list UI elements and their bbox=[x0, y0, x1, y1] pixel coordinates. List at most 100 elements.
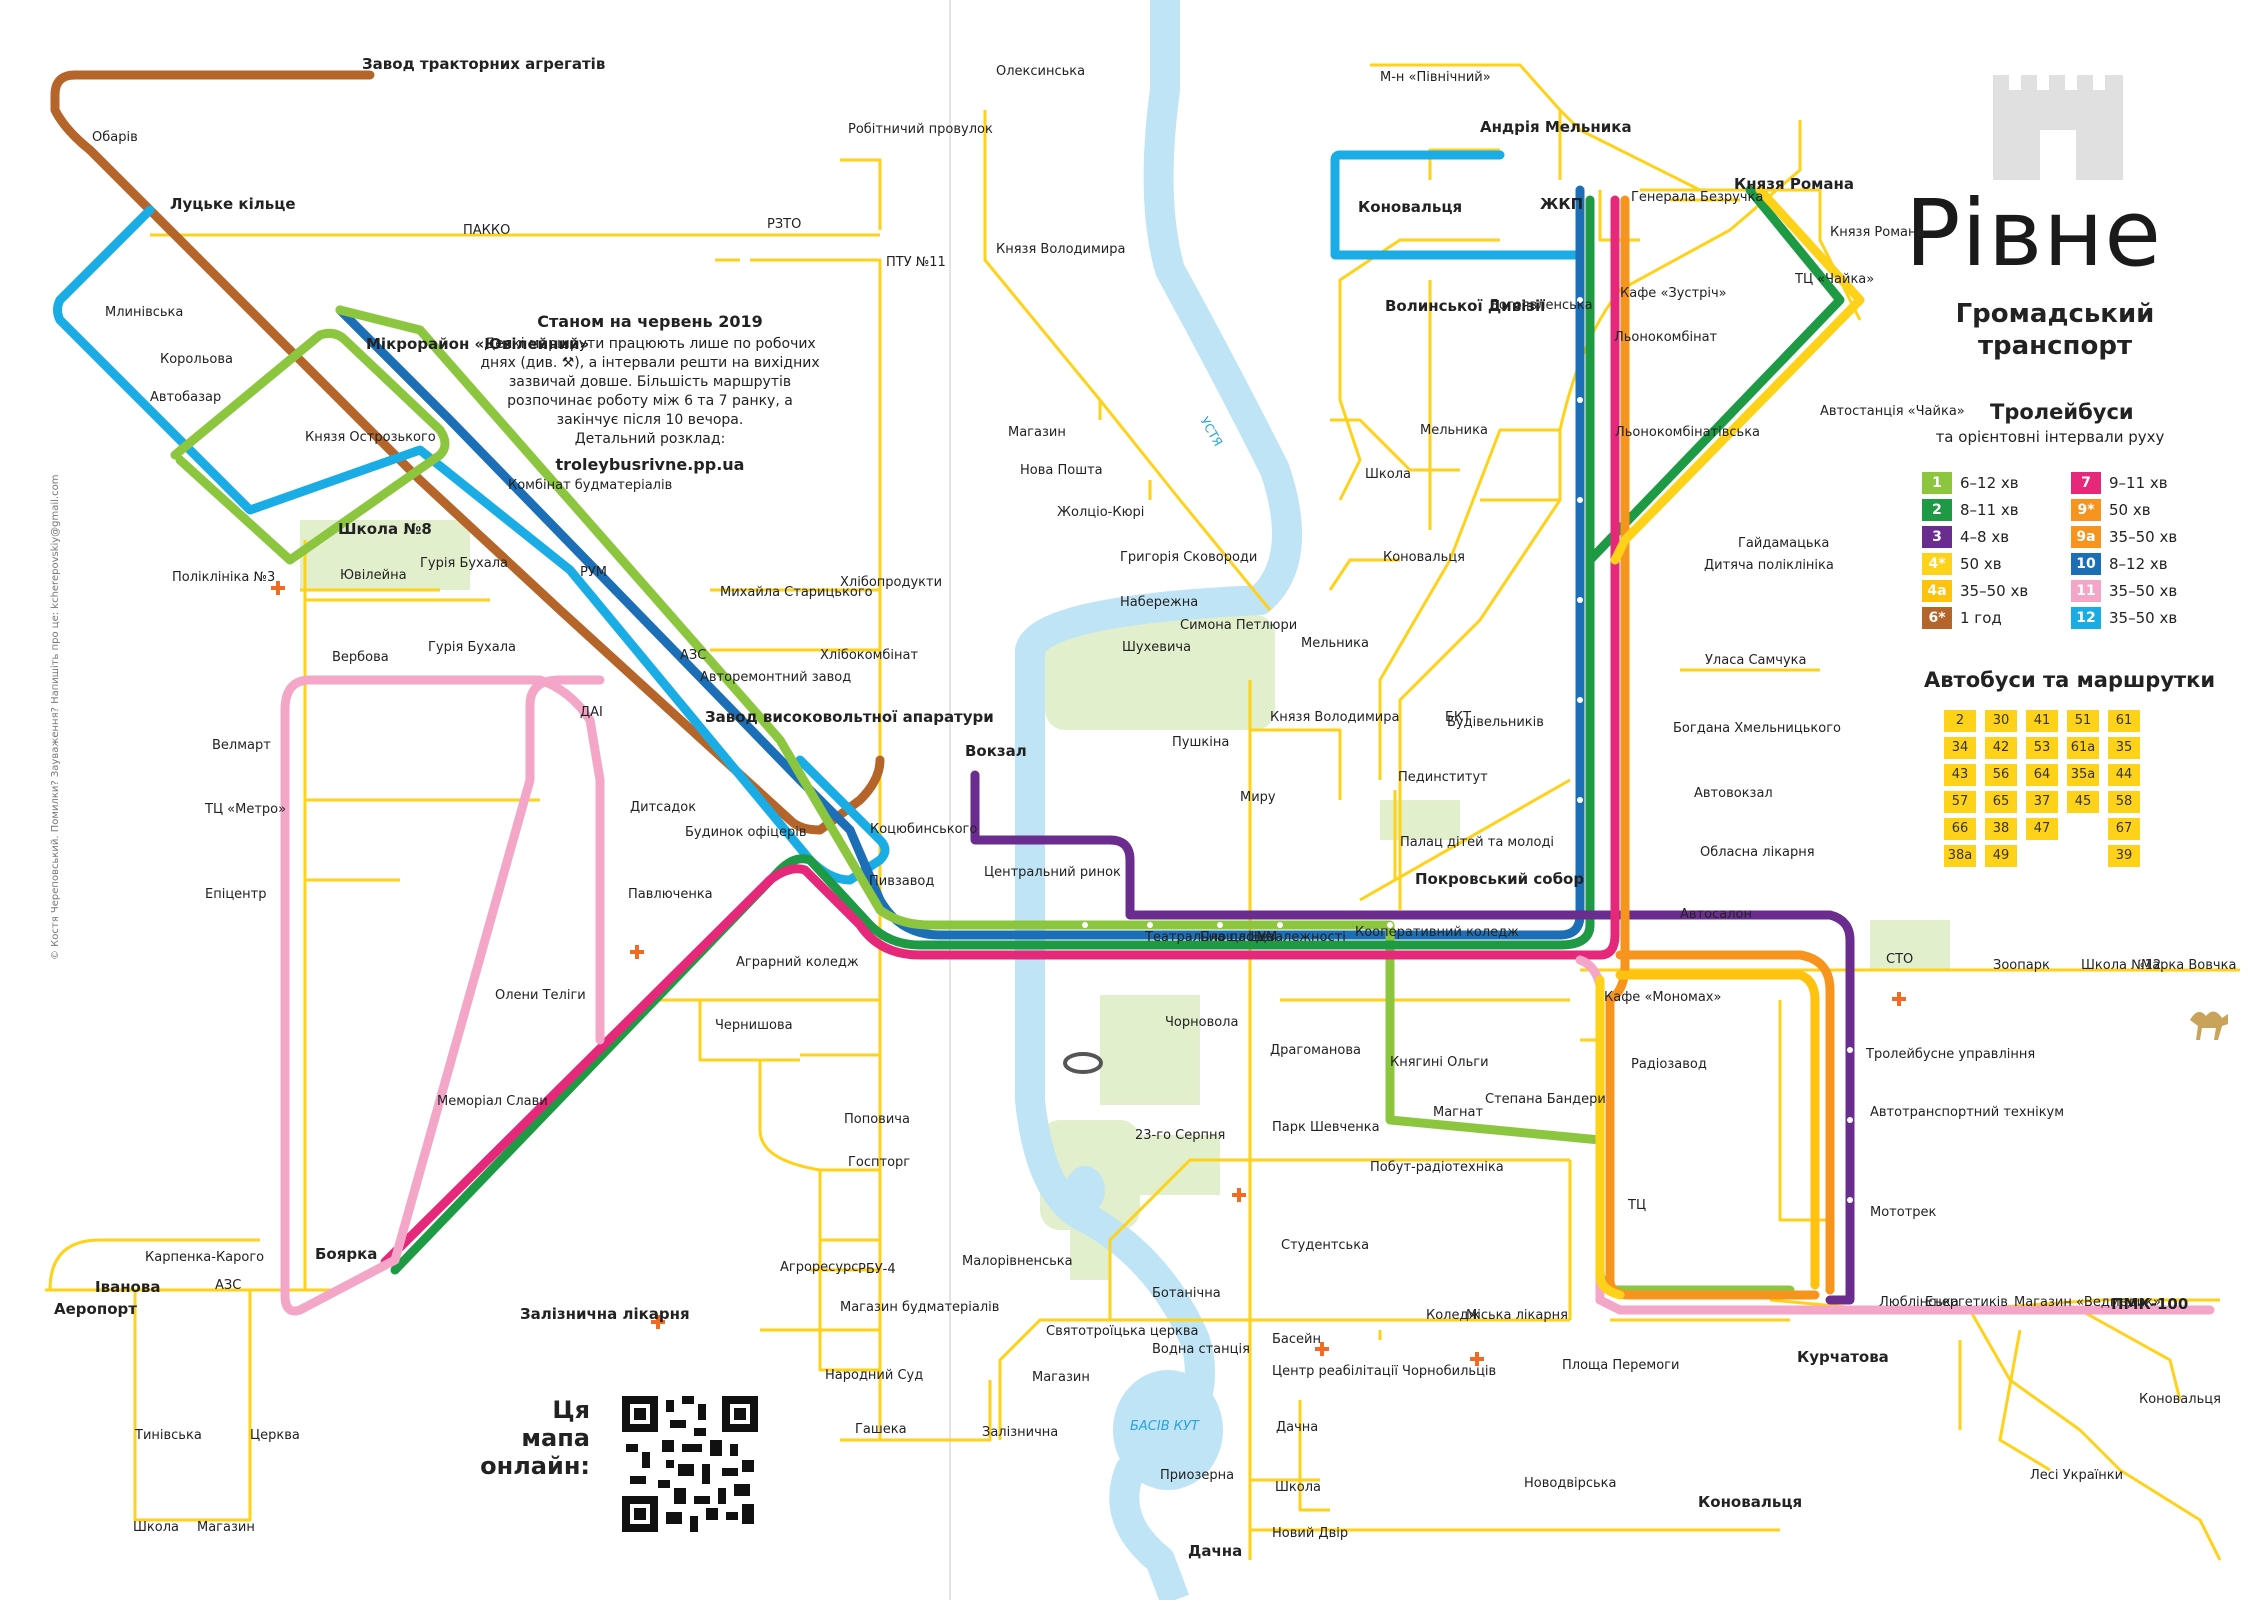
stop-label: Авторемонтний завод bbox=[700, 670, 852, 685]
stop-label: Автостанція «Чайка» bbox=[1820, 404, 1965, 419]
stop-label: Карпенка-Карого bbox=[145, 1250, 265, 1265]
stop-label: Будівельників bbox=[1447, 715, 1544, 730]
bus-route-chip: 44 bbox=[2108, 764, 2140, 786]
stop-label: Симона Петлюри bbox=[1180, 618, 1298, 633]
stop-label: ЦУМ bbox=[1248, 930, 1278, 945]
route-chip: 4а bbox=[1922, 580, 1952, 602]
stop-label: ПАККО bbox=[463, 223, 511, 238]
route-interval: 35–50 хв bbox=[2109, 582, 2178, 600]
stop-label: Пединститут bbox=[1398, 770, 1488, 785]
stop-label: Завод високовольтної апаратури bbox=[705, 708, 994, 726]
stop-label: Лесі Українки bbox=[2030, 1468, 2124, 1483]
route-interval: 35–50 хв bbox=[1960, 582, 2029, 600]
bus-route-chip: 35а bbox=[2067, 764, 2099, 786]
stop-label: Хлібопродукти bbox=[840, 575, 943, 590]
stop-label: Григорія Сковороди bbox=[1120, 550, 1258, 565]
bus-route-chip: 64 bbox=[2026, 764, 2058, 786]
stop-label: Школа bbox=[133, 1520, 179, 1535]
bus-route-chip: 58 bbox=[2108, 791, 2140, 813]
stop-label: Новий Двір bbox=[1272, 1526, 1349, 1541]
route-chip: 9* bbox=[2071, 499, 2101, 521]
stop-label: Мельника bbox=[1420, 423, 1488, 438]
stop-label: Площа Перемоги bbox=[1562, 1358, 1680, 1373]
bus-route-chip: 38а bbox=[1944, 845, 1976, 867]
stop-label: Центральний ринок bbox=[984, 865, 1121, 880]
trolley-legend-item: 9*50 хв bbox=[2071, 499, 2151, 521]
bus-route-chip: 56 bbox=[1985, 764, 2017, 786]
stop-marks bbox=[1082, 297, 1853, 1203]
stop-label: Тролейбусне управління bbox=[1866, 1047, 2036, 1062]
stop-label: Коледж bbox=[1426, 1308, 1481, 1323]
stop-label: Госпторг bbox=[848, 1155, 911, 1170]
stop-label: Школа №12 bbox=[2081, 958, 2162, 973]
bus-route-chip: 37 bbox=[2026, 791, 2058, 813]
stop-label: ТЦ bbox=[1628, 1198, 1647, 1213]
bus-route-chip: 42 bbox=[1985, 737, 2017, 759]
stop-label: Пивзавод bbox=[869, 874, 935, 889]
stop-label: Магазин bbox=[1008, 425, 1066, 440]
stop-label: Гайдамацька bbox=[1738, 536, 1830, 551]
stop-label: Магазин «Ведмедик» bbox=[2014, 1295, 2161, 1310]
stop-label: Дачна bbox=[1276, 1420, 1319, 1435]
stop-label: Новодвірська bbox=[1524, 1476, 1617, 1491]
stop-label: Народний Суд bbox=[825, 1368, 924, 1383]
stop-label: Аграрний коледж bbox=[736, 955, 859, 970]
bus-route-chip: 35 bbox=[2108, 737, 2140, 759]
route-chip: 7 bbox=[2071, 472, 2101, 494]
stop-label: Олени Теліги bbox=[495, 988, 586, 1003]
stop-label: Кафе «Мономах» bbox=[1604, 990, 1722, 1005]
online-label: Ця мапа онлайн: bbox=[480, 1396, 590, 1480]
stop-label: Князя Романа bbox=[1734, 175, 1854, 193]
route-chip: 10 bbox=[2071, 553, 2101, 575]
stop-label: Кооперативний коледж bbox=[1355, 925, 1519, 940]
qr-code-icon[interactable] bbox=[622, 1396, 758, 1532]
stop-label: Михайла Старицького bbox=[720, 585, 873, 600]
stop-label: Магазин bbox=[1032, 1370, 1090, 1385]
stop-label: Жолціо-Кюрі bbox=[1057, 505, 1145, 520]
stop-label: Залізнична bbox=[982, 1425, 1059, 1440]
stop-label: Залізнична лікарня bbox=[520, 1305, 690, 1323]
lake-label: БАСІВ КУТ bbox=[1130, 1419, 1200, 1434]
stop-label: Олексинська bbox=[996, 64, 1086, 79]
stop-label: Зоопарк bbox=[1993, 958, 2050, 973]
stop-label: Міська лікарня bbox=[1466, 1308, 1568, 1323]
stop-label: Льонокомбінатівська bbox=[1615, 425, 1761, 440]
stop-label: ПМК-100 bbox=[2111, 1295, 2189, 1313]
stop-label: Водна станція bbox=[1152, 1342, 1250, 1357]
schedule-link[interactable]: troleybusrivne.pp.ua bbox=[555, 455, 745, 474]
route-interval: 35–50 хв bbox=[2109, 528, 2178, 546]
stop-label: Нова Пошта bbox=[1020, 463, 1103, 478]
bus-route-chip: 53 bbox=[2026, 737, 2058, 759]
stop-label: Богоявленська bbox=[1490, 298, 1593, 313]
stop-label: Хлібокомбінат bbox=[820, 648, 919, 663]
route-interval: 9–11 хв bbox=[2109, 474, 2168, 492]
stop-label: Завод тракторних агрегатів bbox=[362, 55, 606, 73]
stop-label: Боярка bbox=[315, 1245, 378, 1263]
stop-label: Князя Острозького bbox=[305, 430, 436, 445]
bus-route-chip: 39 bbox=[2108, 845, 2140, 867]
stop-label: Волинської Дивізії bbox=[1385, 297, 1546, 315]
route-interval: 50 хв bbox=[1960, 555, 2002, 573]
author-credit: © Костя Череповський. Помилки? Зауваженн… bbox=[50, 474, 61, 961]
stop-label: Гашека bbox=[855, 1422, 907, 1437]
stop-label: Побут-радіотехніка bbox=[1370, 1160, 1504, 1175]
stop-label: Мельника bbox=[1301, 636, 1369, 651]
stop-label: Андрія Мельника bbox=[1480, 118, 1632, 136]
stop-label: РЗТО bbox=[767, 217, 802, 232]
stadium-icon bbox=[1063, 1052, 1103, 1074]
stop-label: СТО bbox=[1886, 952, 1914, 967]
stop-label: Ботанічна bbox=[1152, 1286, 1221, 1301]
stop-label: Ювілейна bbox=[340, 568, 407, 583]
bus-route-chip: 61 bbox=[2108, 710, 2140, 732]
stop-label: Аеропорт bbox=[54, 1300, 137, 1318]
stop-label: Школа bbox=[1365, 467, 1411, 482]
stop-label: Набережна bbox=[1120, 595, 1199, 610]
stop-label: РУМ bbox=[580, 565, 607, 580]
stop-label: Школа №8 bbox=[338, 520, 432, 538]
route-chip: 11 bbox=[2071, 580, 2101, 602]
stop-label: Гурія Бухала bbox=[420, 556, 508, 571]
castle-logo bbox=[1993, 75, 2123, 180]
bus-route-chip: 38 bbox=[1985, 818, 2017, 840]
